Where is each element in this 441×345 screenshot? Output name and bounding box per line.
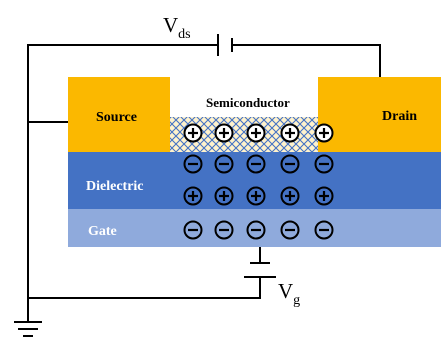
ground-icon (14, 321, 42, 337)
gate-negative-charge-3 (246, 220, 266, 240)
drain-electrode (318, 77, 441, 152)
vg-battery (244, 262, 276, 278)
semiconductor-charge-1 (183, 123, 203, 143)
dielectric-positive-charge-4 (280, 186, 300, 206)
dielectric-layer (68, 152, 441, 209)
gate-negative-charge-2 (214, 220, 234, 240)
gate-negative-charge-1 (183, 220, 203, 240)
dielectric-negative-charge-3 (246, 154, 266, 174)
vds-label: Vds (163, 13, 191, 42)
semiconductor-charge-4 (280, 123, 300, 143)
gate-negative-charge-5 (314, 220, 334, 240)
dielectric-label: Dielectric (86, 179, 144, 194)
vds-left-wire (27, 44, 218, 322)
dielectric-negative-charge-4 (280, 154, 300, 174)
source-electrode (68, 77, 170, 152)
dielectric-positive-charge-1 (183, 186, 203, 206)
gate-label: Gate (88, 224, 117, 239)
semiconductor-charge-3 (246, 123, 266, 143)
dielectric-negative-charge-2 (214, 154, 234, 174)
dielectric-positive-charge-5 (314, 186, 334, 206)
source-label: Source (96, 110, 137, 125)
semiconductor-label: Semiconductor (206, 95, 290, 110)
circuit-wires (27, 44, 381, 322)
dielectric-negative-charge-1 (183, 154, 203, 174)
dielectric-positive-charge-2 (214, 186, 234, 206)
drain-label: Drain (382, 109, 417, 124)
dielectric-negative-charge-5 (314, 154, 334, 174)
vg-return-wire (28, 277, 261, 299)
gate-negative-charge-4 (280, 220, 300, 240)
vg-label: Vg (278, 279, 300, 308)
vds-battery (217, 34, 233, 56)
semiconductor-charge-2 (214, 123, 234, 143)
gate-layer (68, 209, 441, 247)
vds-right-wire (232, 44, 381, 77)
semiconductor-charge-5 (314, 123, 334, 143)
charges (183, 123, 334, 240)
dielectric-positive-charge-3 (246, 186, 266, 206)
